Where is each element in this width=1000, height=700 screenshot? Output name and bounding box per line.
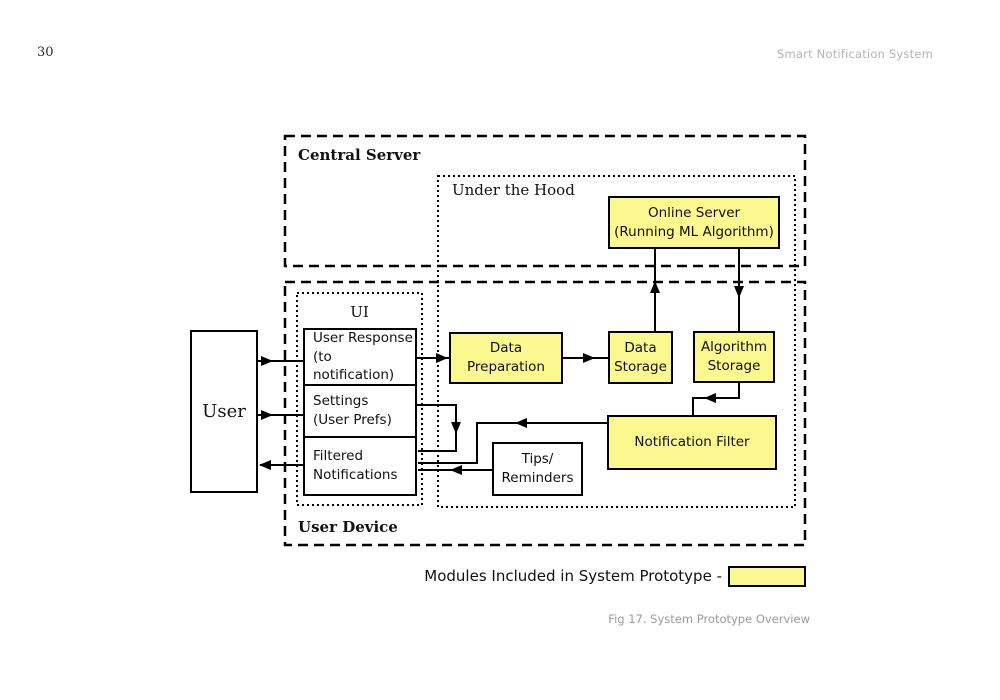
user-device-outline (283, 280, 807, 547)
node-user: User (190, 330, 258, 493)
under-the-hood-label: Under the Hood (452, 181, 575, 199)
arrowhead-to-data-storage (583, 353, 595, 363)
arrowhead-user-to-user-response (261, 356, 273, 366)
central-server-outline (283, 134, 807, 268)
arrowhead-to-data-prep (436, 353, 448, 363)
arrowhead-filter-to-filtered (515, 418, 527, 428)
node-filtered-notifications: Filtered Notifications (303, 436, 417, 496)
node-online-server: Online Server (Running ML Algorithm) (608, 196, 780, 249)
node-user-response: User Response (to notification) (303, 328, 417, 386)
connector-notification-filter-to-filtered (418, 422, 607, 464)
node-settings: Settings (User Prefs) (303, 384, 417, 438)
node-data-preparation: Data Preparation (449, 332, 563, 384)
page-number: 30 (37, 45, 54, 60)
node-algorithm-storage: Algorithm Storage (693, 331, 775, 383)
arrowhead-tips-to-filtered (450, 465, 462, 475)
node-notification-filter: Notification Filter (607, 415, 777, 470)
running-header-title: Smart Notification System (777, 47, 933, 61)
under-the-hood-outline (437, 175, 796, 508)
legend-module-swatch (728, 566, 806, 587)
ui-label: UI (350, 303, 369, 321)
node-data-storage: Data Storage (608, 331, 673, 384)
central-server-label: Central Server (298, 146, 421, 164)
legend-label: Modules Included in System Prototype - (424, 567, 722, 585)
arrowhead-filtered-to-user (259, 460, 271, 470)
arrowhead-to-notification-filter (704, 393, 716, 403)
arrowhead-to-online-server (650, 281, 660, 293)
user-device-label: User Device (298, 518, 398, 536)
arrowhead-to-algorithm-storage (734, 286, 744, 298)
arrowhead-settings-to-filtered (451, 422, 461, 434)
figure-caption: Fig 17. System Prototype Overview (608, 612, 810, 626)
arrowhead-user-to-settings (261, 410, 273, 420)
ui-outline (296, 292, 423, 506)
node-tips-reminders: Tips/ Reminders (492, 442, 583, 496)
